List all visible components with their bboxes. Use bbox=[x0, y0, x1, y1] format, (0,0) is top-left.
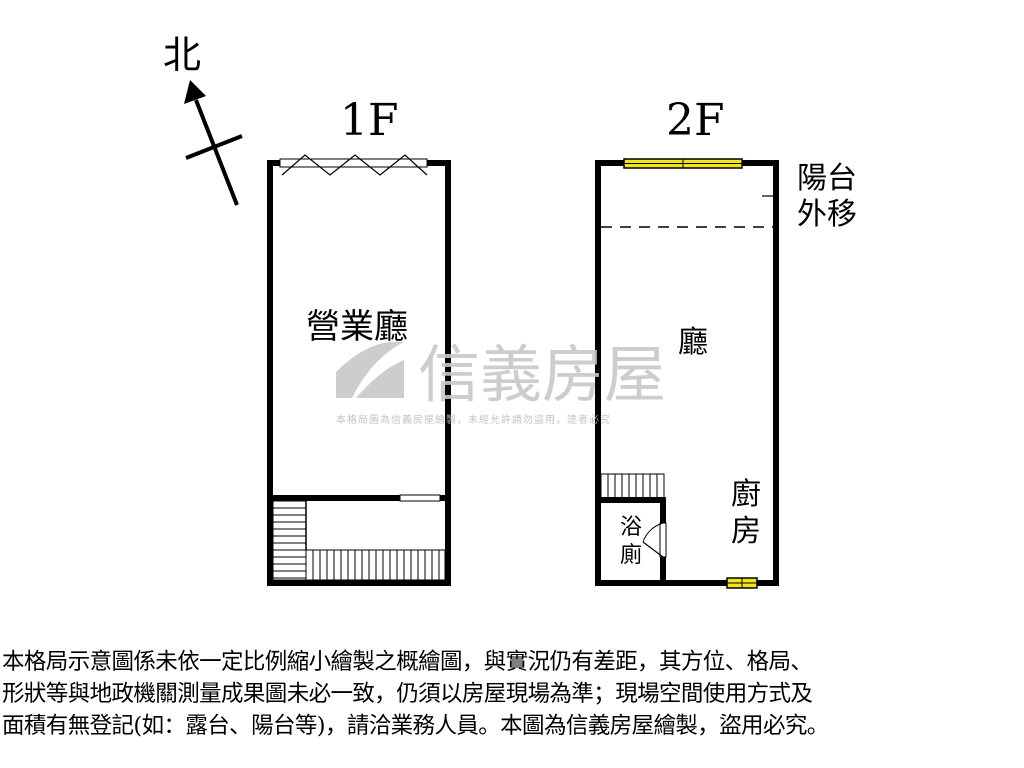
floor-1f-plan bbox=[267, 154, 451, 586]
room-label-hall: 廳 bbox=[678, 325, 708, 360]
watermark-caption: 本格局圖為信義房屋繪製，未經允許請勿盜用，違者必究 bbox=[336, 413, 611, 426]
room-label-kitchen-2: 房 bbox=[731, 514, 761, 549]
floor-title-1f: 1F bbox=[340, 95, 399, 146]
note-balcony-1: 陽台 bbox=[797, 161, 857, 196]
room-label-kitchen-1: 廚 bbox=[731, 477, 761, 512]
stair-1f-left bbox=[272, 500, 307, 581]
stair-2f bbox=[600, 473, 665, 499]
room-label-bathroom-1: 浴 bbox=[620, 515, 642, 540]
north-label: 北 bbox=[163, 33, 201, 77]
floor-plan-drawing: 北 1F 2F 營業廳 bbox=[163, 33, 857, 589]
room-label-business-hall: 營業廳 bbox=[306, 307, 408, 347]
floor-2f-plan bbox=[595, 158, 779, 589]
disclaimer-text: 本格局示意圖係未依一定比例縮小繪製之概繪圖，與實況仍有差距，其方位、格局、 形狀… bbox=[2, 649, 829, 739]
floor-title-2f: 2F bbox=[666, 95, 725, 146]
note-balcony-2: 外移 bbox=[797, 197, 857, 232]
brand-logo-watermark: 信義房屋 本格局圖為信義房屋繪製，未經允許請勿盜用，違者必究 bbox=[336, 338, 666, 426]
room-label-bathroom-2: 廁 bbox=[620, 543, 642, 568]
stair-1f-bottom bbox=[305, 549, 446, 581]
north-arrow-icon bbox=[184, 80, 243, 206]
watermark-brand-text: 信義房屋 bbox=[418, 338, 666, 411]
